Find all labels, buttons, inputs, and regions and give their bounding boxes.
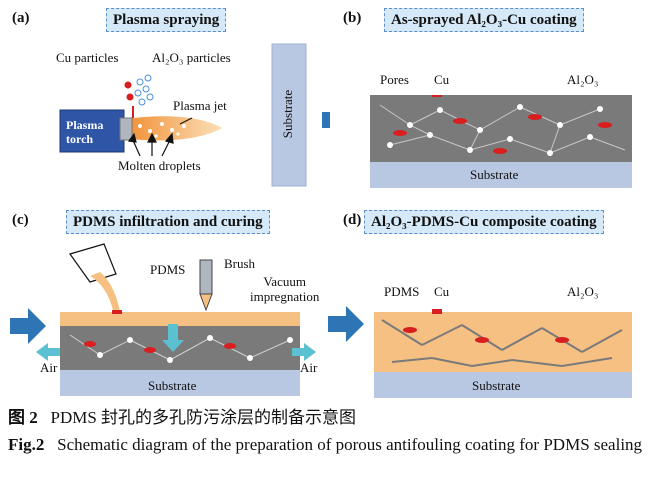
molten-droplets-label: Molten droplets [118,158,201,173]
pdms-label-c: PDMS [150,262,186,277]
cu-label-b: Cu [434,72,450,87]
pores-label: Pores [380,72,409,87]
air-label-right: Air [300,360,318,375]
panel-a-title: Plasma spraying [106,8,227,32]
panel-c-illustration [10,243,316,396]
panel-c-letter: (c) [12,212,29,228]
brush-label: Brush [224,256,256,271]
caption-en: Fig.2 Schematic diagram of the preparati… [8,432,648,458]
cu-label-d: Cu [434,284,450,299]
caption-en-label: Fig.2 [8,435,45,454]
cu-particles-label: Cu particles [56,50,119,65]
panel-b-coating [370,95,632,188]
substrate-bar-vertical [271,43,307,187]
al2o3-particles-dots [134,74,154,106]
arrow-a-to-b [322,112,330,128]
panel-d-coating [328,306,632,398]
caption-cn: 图 2 PDMS 封孔的多孔防污涂层的制备示意图 [8,405,356,431]
caption-cn-label: 图 2 [8,408,38,427]
panel-d-title: Al₂O₃-PDMS-Cu composite coating [364,210,604,234]
panel-a-letter: (a) [12,10,30,26]
caption-cn-text: PDMS 封孔的多孔防污涂层的制备示意图 [50,408,357,427]
substrate-vertical-label: Substrate [280,89,295,139]
substrate-label-d: Substrate [472,378,521,393]
plasma-torch [59,109,125,153]
air-label-left: Air [40,360,58,375]
arrow-into-c [10,308,46,344]
vacuum-label-line2: impregnation [250,289,320,304]
torch-label: Plasma torch [66,118,103,146]
al2o3-label-b: Al₂O₃ [567,72,599,87]
pdms-label-d: PDMS [384,284,420,299]
panel-d-letter: (d) [343,212,362,228]
vacuum-label: Vacuum impregnation [250,274,319,304]
panel-b-title: As-sprayed Al₂O₃-Cu coating [384,8,584,32]
al2o3-label-d: Al₂O₃ [567,284,599,299]
panel-c-title: PDMS infiltration and curing [66,210,270,234]
arrow-c-to-d [328,306,364,342]
torch-label-line2: torch [66,132,94,146]
plasma-jet-label: Plasma jet [173,98,227,113]
air-arrow-left [36,343,60,361]
torch-label-line1: Plasma [66,118,104,132]
panel-b-letter: (b) [343,10,362,26]
panel-a-illustration [59,43,330,187]
air-arrow-right [292,343,316,361]
substrate-label-b: Substrate [470,167,519,182]
vacuum-label-line1: Vacuum [263,274,306,289]
al2o3-particles-label: Al₂O₃ particles [152,50,231,65]
caption-en-text: Schematic diagram of the preparation of … [57,435,643,454]
cu-particles-dots [124,81,134,101]
substrate-label-c: Substrate [148,378,197,393]
